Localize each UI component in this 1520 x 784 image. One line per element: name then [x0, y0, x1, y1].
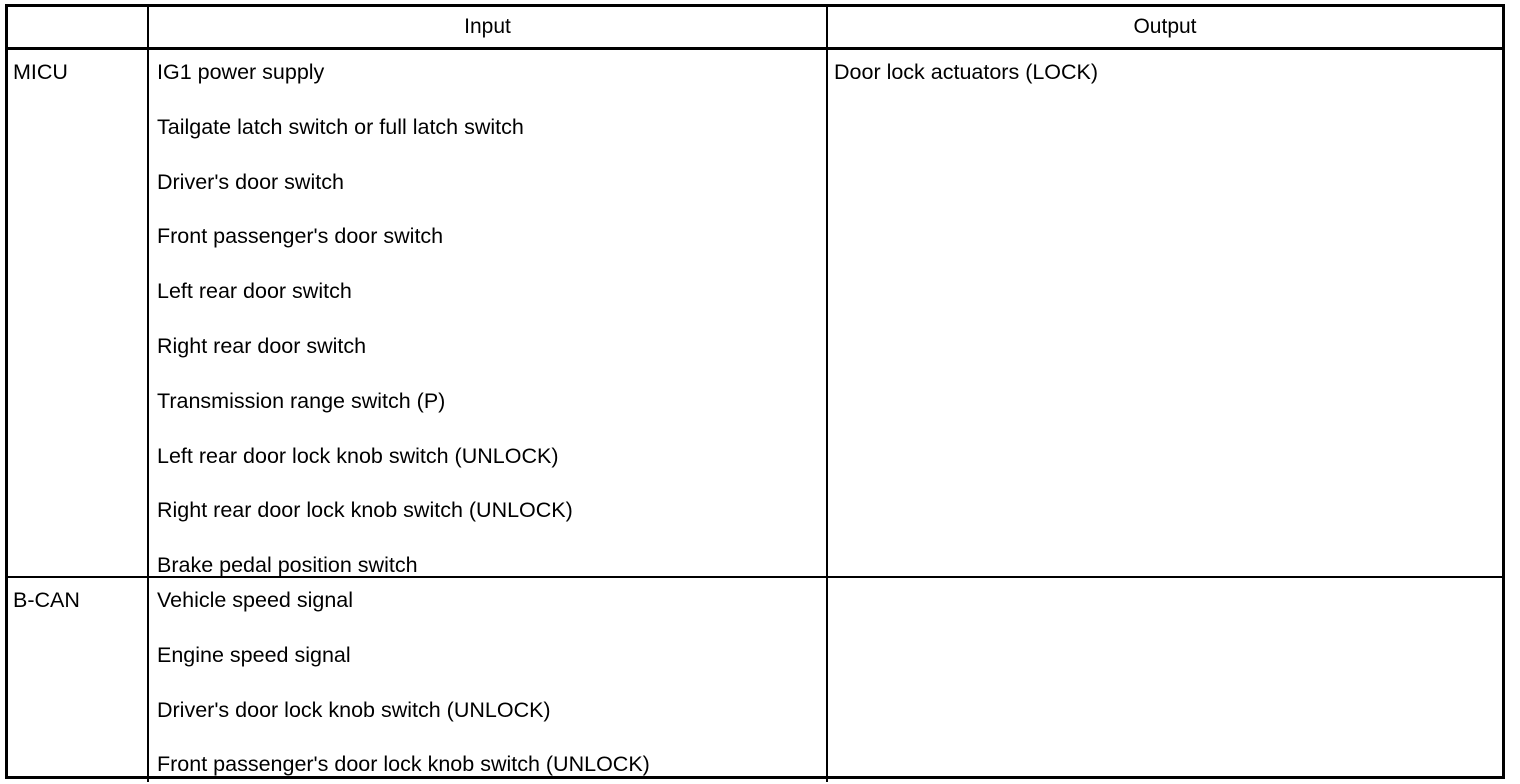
- list-item: Door lock actuators (LOCK): [834, 60, 1099, 84]
- list-item: Driver's door switch: [157, 169, 344, 194]
- row-divider-micu-bcan: [8, 576, 1502, 578]
- list-item: Transmission range switch (P): [157, 388, 446, 413]
- list-item: Right rear door switch: [157, 333, 367, 358]
- table-header-output: Output: [1133, 15, 1197, 38]
- output-cell-bcan: [828, 578, 1502, 782]
- output-cell-micu: Door lock actuators (LOCK): [828, 50, 1502, 576]
- list-item: Right rear door lock knob switch (UNLOCK…: [157, 498, 573, 523]
- list-item: Brake pedal position switch: [157, 553, 418, 576]
- list-item: Left rear door lock knob switch (UNLOCK): [157, 443, 559, 468]
- table-row: B-CAN: [8, 578, 147, 782]
- list-item: IG1 power supply: [157, 60, 325, 84]
- table-header-input: Input: [464, 15, 511, 38]
- input-cell-bcan: Vehicle speed signal Engine speed signal…: [149, 578, 826, 782]
- list-item: Driver's door lock knob switch (UNLOCK): [157, 697, 551, 722]
- input-cell-micu: IG1 power supply Tailgate latch switch o…: [149, 50, 826, 576]
- column-divider-source-input: [147, 7, 149, 782]
- list-item: Engine speed signal: [157, 642, 351, 667]
- source-label-micu: MICU: [13, 60, 68, 84]
- list-item: Left rear door switch: [157, 279, 352, 304]
- list-item: Front passenger's door switch: [157, 224, 444, 249]
- column-divider-input-output: [826, 7, 828, 782]
- header-bottom-border: [8, 47, 1502, 50]
- list-item: Tailgate latch switch or full latch swit…: [157, 114, 524, 139]
- list-item: Front passenger's door lock knob switch …: [157, 752, 650, 777]
- input-output-table: Input Output MICU IG1 power supply Tailg…: [5, 4, 1505, 782]
- table-header-blank: [8, 7, 147, 47]
- source-label-bcan: B-CAN: [13, 588, 80, 612]
- list-item: Vehicle speed signal: [157, 588, 354, 612]
- table-row: MICU: [8, 50, 147, 576]
